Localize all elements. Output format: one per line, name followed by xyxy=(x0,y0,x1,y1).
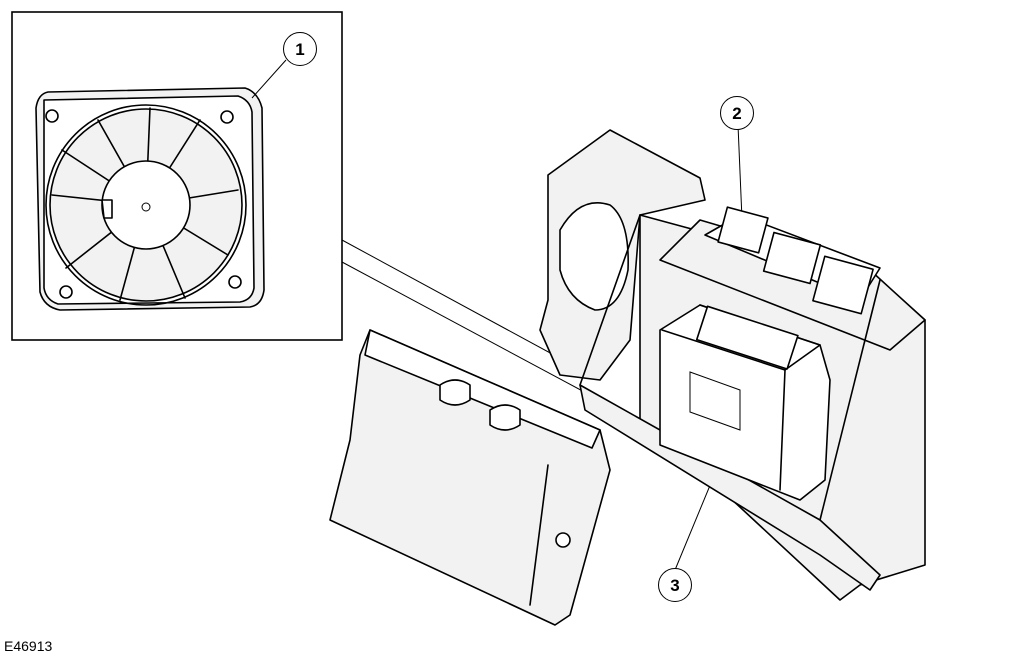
housing-illustration xyxy=(539,129,926,601)
callout-1: 1 xyxy=(283,32,317,66)
callout-3: 3 xyxy=(658,568,692,602)
figure-id-label: E46913 xyxy=(4,638,53,654)
callout-2: 2 xyxy=(720,96,754,130)
cover-illustration xyxy=(329,329,611,626)
fan-illustration xyxy=(35,87,265,311)
